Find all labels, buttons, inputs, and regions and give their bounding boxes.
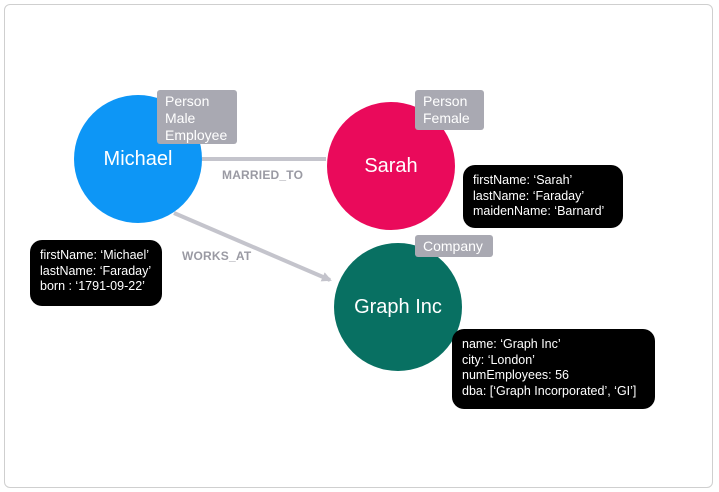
sarah-label: Female	[423, 110, 470, 126]
graph-inc-node[interactable]: Graph Inc	[334, 243, 462, 371]
graph-inc-property: dba: [‘Graph Incorporated’, ‘GI’]	[462, 383, 637, 398]
married-to-label: MARRIED_TO	[222, 168, 304, 182]
graph-inc-label: Company	[423, 238, 483, 254]
graph-inc-properties: name: ‘Graph Inc’ city: ‘London’ numEmpl…	[452, 329, 655, 409]
michael-label: Employee	[165, 127, 228, 143]
michael-property: born : ‘1791-09-22’	[40, 279, 145, 293]
works-at-edge[interactable]	[173, 211, 332, 282]
sarah-property: firstName: ‘Sarah’	[473, 173, 573, 187]
michael-property: lastName: ‘Faraday’	[40, 263, 152, 278]
michael-node-name: Michael	[103, 147, 173, 170]
michael-property: firstName: ‘Michael’	[40, 248, 150, 262]
michael-labels: Person Male Employee	[157, 90, 237, 144]
sarah-property: maidenName: ‘Barnard’	[473, 204, 605, 218]
graph-inc-property: name: ‘Graph Inc’	[462, 337, 561, 351]
graph-inc-node-name: Graph Inc	[354, 295, 442, 318]
sarah-properties: firstName: ‘Sarah’ lastName: ‘Faraday’ m…	[463, 165, 623, 228]
michael-label: Male	[165, 110, 196, 126]
sarah-label: Person	[423, 93, 468, 109]
sarah-property: lastName: ‘Faraday’	[473, 188, 585, 203]
michael-properties: firstName: ‘Michael’ lastName: ‘Faraday’…	[30, 240, 162, 306]
works-at-label: WORKS_AT	[182, 249, 252, 263]
sarah-labels: Person Female	[415, 90, 484, 130]
sarah-node-name: Sarah	[364, 154, 418, 177]
graph-inc-property: numEmployees: 56	[462, 368, 570, 382]
michael-label: Person	[165, 93, 210, 109]
graph-inc-labels: Company	[415, 235, 493, 257]
graph-inc-property: city: ‘London’	[462, 352, 535, 367]
